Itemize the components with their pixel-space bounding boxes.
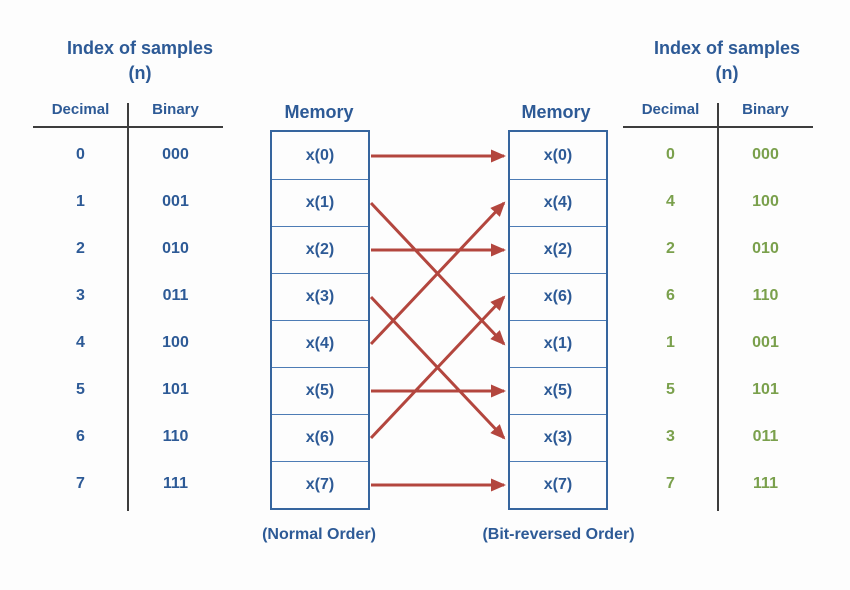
decimal-value: 4 [666, 192, 675, 210]
decimal-value: 0 [76, 145, 85, 163]
binary-value: 111 [163, 474, 188, 492]
memory-cell: x(5) [272, 367, 368, 414]
table-row: 7 111 [623, 460, 813, 507]
decimal-value: 6 [666, 286, 675, 304]
arrow-line [369, 295, 506, 440]
right-memory-caption: (Bit-reversed Order) [482, 526, 635, 543]
left-table-title: Index of samples (n) [40, 36, 240, 86]
table-row: 4 100 [623, 178, 813, 225]
left-table-column-divider [127, 103, 129, 511]
decimal-value: 5 [76, 380, 85, 398]
memory-cell: x(1) [272, 179, 368, 226]
right-memory-column: x(0) x(4)x(2)x(6)x(1)x(5)x(3)x(7) [508, 130, 608, 510]
left-memory-column: x(0) x(1)x(2)x(3)x(4)x(5)x(6)x(7) [270, 130, 370, 510]
right-memory-title: Memory [521, 102, 591, 122]
left-memory-caption: (Normal Order) [262, 526, 376, 543]
binary-value: 001 [162, 192, 189, 210]
binary-value: 101 [752, 380, 779, 398]
binary-value: 010 [162, 239, 189, 257]
binary-value: 100 [162, 333, 189, 351]
decimal-value: 6 [76, 427, 85, 445]
right-table-title: Index of samples (n) [627, 36, 827, 86]
decimal-value: 3 [666, 427, 675, 445]
decimal-value: 1 [76, 192, 85, 210]
binary-value: 110 [752, 286, 779, 304]
decimal-value: 5 [666, 380, 675, 398]
decimal-value: 3 [76, 286, 85, 304]
memory-cell: x(2) [272, 226, 368, 273]
table-row: 6 110 [33, 413, 223, 460]
memory-cell: x(5) [510, 367, 606, 414]
left-table-binary-header: Binary [152, 101, 199, 118]
binary-value: 011 [162, 286, 189, 304]
left-table-column-headers: Decimal Binary [33, 101, 223, 118]
memory-cell: x(7) [510, 461, 606, 508]
memory-cell: x(0) [305, 146, 335, 164]
binary-value: 000 [752, 145, 779, 163]
binary-value: 011 [752, 427, 779, 445]
decimal-value: 4 [76, 333, 85, 351]
table-row: 1 001 [623, 319, 813, 366]
right-table-title-line1: Index of samples [653, 38, 801, 58]
memory-cell: x(0) [543, 146, 573, 164]
table-row: 5 101 [623, 366, 813, 413]
left-table-title-line2: (n) [128, 63, 152, 83]
memory-cell: x(4) [272, 320, 368, 367]
table-row: 5 101 [33, 366, 223, 413]
right-table-binary-header: Binary [742, 101, 789, 118]
table-row: 4 100 [33, 319, 223, 366]
decimal-value: 1 [666, 333, 675, 351]
right-table-title-line2: (n) [715, 63, 739, 83]
table-row: 7 111 [33, 460, 223, 507]
decimal-value: 2 [666, 239, 675, 257]
binary-value: 111 [753, 474, 778, 492]
memory-cell: x(3) [272, 273, 368, 320]
binary-value: 000 [162, 145, 189, 163]
decimal-value: 0 [666, 145, 675, 163]
binary-value: 001 [752, 333, 779, 351]
decimal-value: 7 [76, 474, 85, 492]
left-table-decimal-header: Decimal [51, 101, 110, 118]
memory-cell: x(6) [510, 273, 606, 320]
binary-value: 010 [752, 239, 779, 257]
memory-cell: x(1) [510, 320, 606, 367]
arrow-line [369, 201, 506, 346]
memory-cell: x(6) [272, 414, 368, 461]
left-memory-title: Memory [284, 102, 354, 122]
table-row: 6 110 [623, 272, 813, 319]
memory-cell: x(3) [510, 414, 606, 461]
left-table-title-line1: Index of samples [66, 38, 214, 58]
table-row: 3 011 [623, 413, 813, 460]
right-table-decimal-header: Decimal [641, 101, 700, 118]
decimal-value: 7 [666, 474, 675, 492]
table-row: 1 001 [33, 178, 223, 225]
binary-value: 100 [752, 192, 779, 210]
arrow-line [369, 295, 506, 440]
memory-cell: x(7) [272, 461, 368, 508]
decimal-value: 2 [76, 239, 85, 257]
memory-cell: x(4) [510, 179, 606, 226]
arrow-line [369, 201, 506, 346]
binary-value: 101 [162, 380, 189, 398]
right-table-column-divider [717, 103, 719, 511]
binary-value: 110 [162, 427, 189, 445]
right-table-column-headers: Decimal Binary [623, 101, 813, 118]
table-row: 3 011 [33, 272, 223, 319]
memory-cell: x(2) [510, 226, 606, 273]
